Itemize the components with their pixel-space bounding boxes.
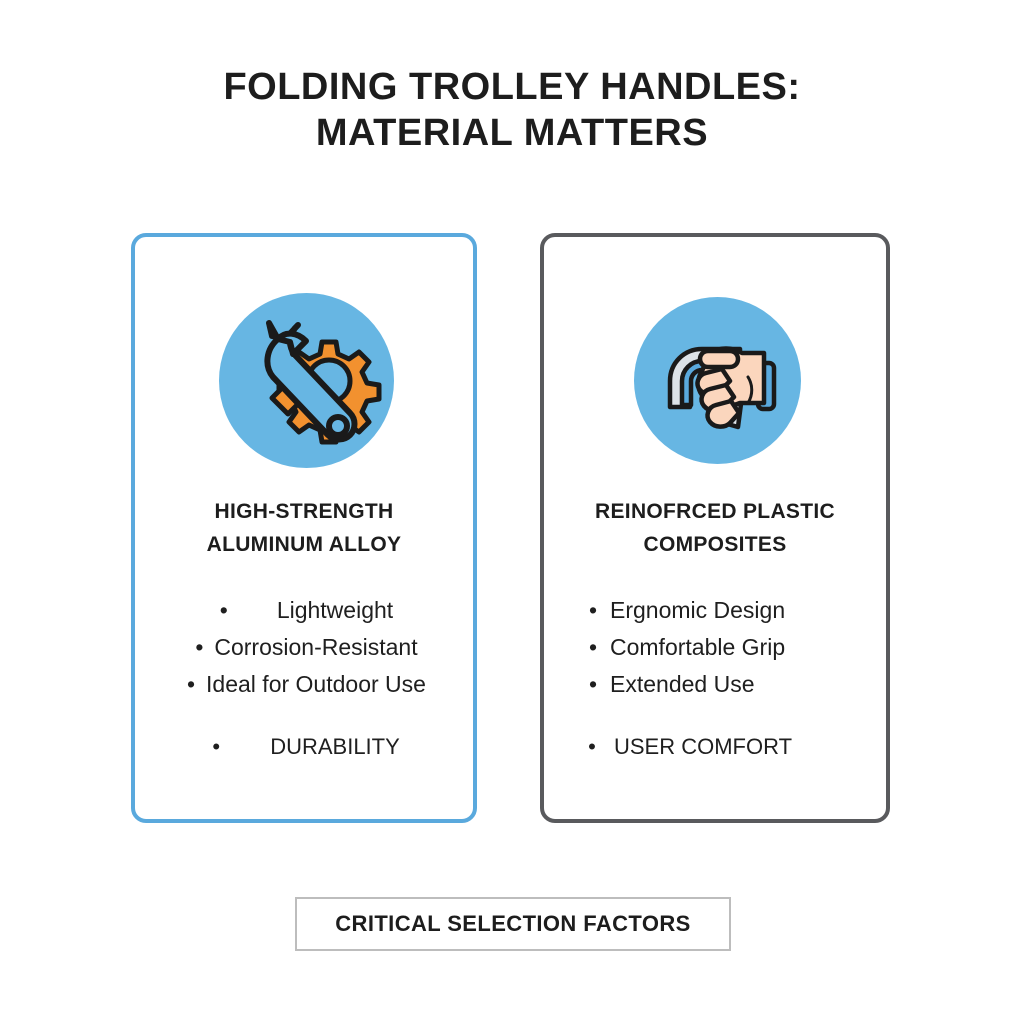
- list-item: • Extended Use: [584, 666, 886, 703]
- list-item: • Ergnomic Design: [584, 592, 886, 629]
- card-footer-durability: • DURABILITY: [135, 732, 473, 762]
- banner-label: CRITICAL SELECTION FACTORS: [335, 911, 691, 936]
- title-line-1: FOLDING TROLLEY HANDLES:: [223, 66, 801, 108]
- bullet-marker-icon: •: [588, 634, 598, 660]
- list-item: • Lightweight: [135, 592, 473, 629]
- bullet-text: Ergnomic Design: [610, 597, 786, 623]
- bullet-marker-icon: •: [187, 671, 196, 697]
- bullet-marker-icon: •: [219, 597, 228, 623]
- bullet-list-plastic: • Ergnomic Design • Comfortable Grip • Exte…: [544, 592, 886, 703]
- hand-grip-handle-icon: [634, 297, 801, 464]
- bullet-text: Comfortable Grip: [610, 634, 786, 660]
- wrench-gear-icon: [219, 293, 394, 468]
- title-line-2: MATERIAL MATTERS: [315, 112, 709, 154]
- card-heading-plastic: REINOFRCED PLASTIC COMPOSITES: [554, 495, 876, 561]
- list-item: • Comfortable Grip: [584, 629, 886, 666]
- card-heading-line-2: ALUMINUM ALLOY: [206, 533, 402, 556]
- bullet-text: Extended Use: [610, 671, 755, 697]
- card-heading-line-1: HIGH-STRENGTH: [214, 500, 394, 523]
- bullet-text: Ideal for Outdoor Use: [206, 671, 426, 697]
- bullet-marker-icon: •: [588, 597, 598, 623]
- card-footer-user-comfort: • USER COMFORT: [544, 732, 886, 762]
- card-aluminum-alloy[interactable]: HIGH-STRENGTH ALUMINUM ALLOY • Lightweigh…: [131, 233, 477, 823]
- bullet-marker-icon: •: [195, 634, 204, 660]
- card-footer-text: DURABILITY: [270, 734, 400, 759]
- bullet-text: Lightweight: [276, 597, 394, 623]
- critical-selection-factors-banner[interactable]: CRITICAL SELECTION FACTORS: [295, 897, 731, 951]
- bullet-marker-icon: •: [588, 734, 596, 759]
- card-heading-aluminum: HIGH-STRENGTH ALUMINUM ALLOY: [145, 495, 463, 561]
- card-plastic-composites[interactable]: REINOFRCED PLASTIC COMPOSITES • Ergnomic …: [540, 233, 890, 823]
- card-heading-line-1: REINOFRCED PLASTIC: [595, 500, 835, 523]
- bullet-marker-icon: •: [588, 671, 598, 697]
- bullet-marker-icon: •: [212, 734, 221, 759]
- bullet-text: Corrosion-Resistant: [214, 634, 418, 660]
- card-footer-text: USER COMFORT: [614, 734, 793, 759]
- bullet-list-aluminum: •Lightweight •Corrosion-Resistant •Ideal…: [135, 592, 473, 703]
- list-item: • Ideal for Outdoor Use: [135, 666, 473, 703]
- page-title: FOLDING TROLLEY HANDLES: MATERIAL MATTER…: [0, 64, 1024, 156]
- list-item: • Corrosion-Resistant: [135, 629, 473, 666]
- card-heading-line-2: COMPOSITES: [643, 533, 787, 556]
